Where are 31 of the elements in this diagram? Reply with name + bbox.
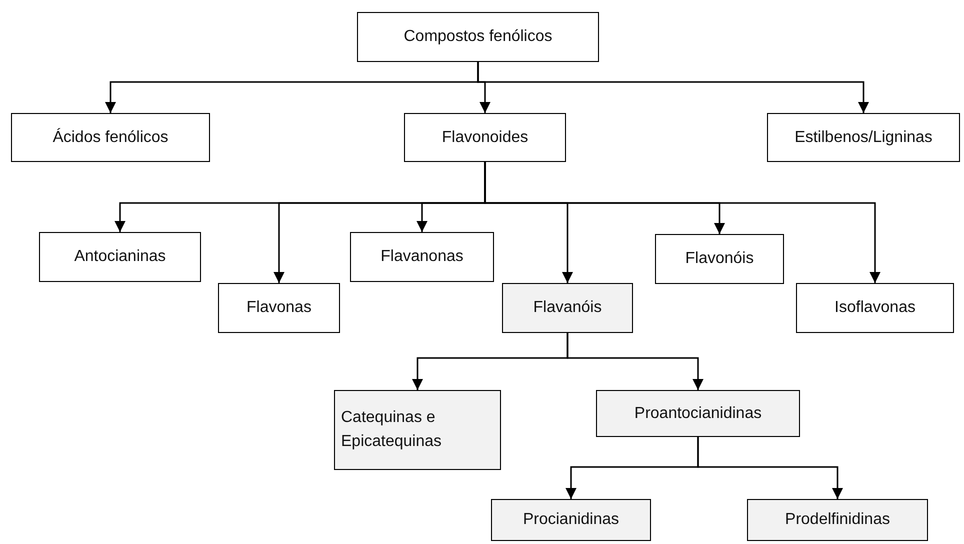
category-box [747, 499, 928, 541]
connector-arrow [566, 333, 704, 390]
category-box [596, 390, 800, 437]
category-box [357, 12, 599, 62]
category-box [334, 390, 501, 470]
category-box [350, 232, 494, 282]
category-box [767, 113, 960, 162]
category-box [491, 499, 651, 541]
category-label: Flavonoides [442, 128, 528, 148]
category-box [39, 232, 201, 282]
category-label: Estilbenos/Ligninas [794, 128, 932, 148]
category-label: Isoflavonas [834, 298, 916, 318]
category-label: Proantocianidinas [634, 404, 762, 424]
category-box [796, 283, 954, 333]
category-box [11, 113, 210, 162]
category-label: Compostos fenólicos [404, 27, 552, 47]
connector-arrow [477, 62, 869, 113]
category-label: Ácidos fenólicos [52, 127, 168, 148]
category-label: Flavanonas [380, 247, 464, 267]
category-box [502, 283, 633, 333]
category-label: Flavonóis [685, 249, 754, 269]
category-label: Procianidinas [522, 510, 620, 530]
category-label: Prodelfinidinas [785, 510, 890, 530]
category-box [218, 283, 340, 333]
category-box [404, 113, 566, 162]
category-label: Flavanóis [533, 298, 602, 318]
category-label: Flavonas [246, 298, 312, 318]
category-label: Antocianinas [74, 247, 166, 267]
connector-arrow [697, 437, 843, 499]
category-label: Catequinas e Epicatequinas [341, 408, 443, 452]
category-box [655, 234, 784, 284]
